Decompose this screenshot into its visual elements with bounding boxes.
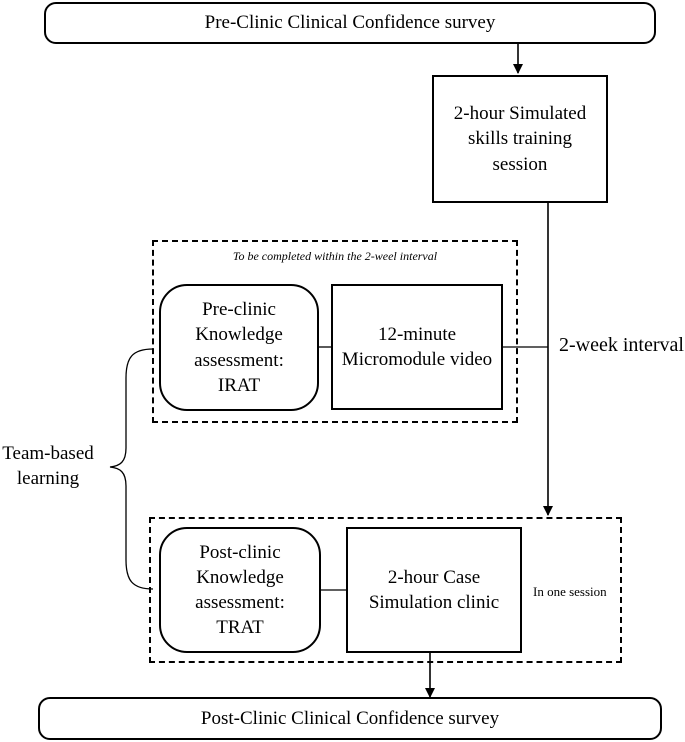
micromodule-video-label: 12-minute Micromodule video bbox=[341, 323, 493, 370]
pre-clinic-survey-label: Pre-Clinic Clinical Confidence survey bbox=[204, 12, 496, 33]
trat-label: Post-clinic Knowledge assessment: TRAT bbox=[195, 541, 285, 639]
case-simulation-clinic-box: 2-hour Case Simulation clinic bbox=[346, 527, 522, 653]
irat-box: Pre-clinic Knowledge assessment: IRAT bbox=[159, 284, 319, 411]
team-based-learning-brace bbox=[109, 348, 154, 590]
pre-clinic-survey-box: Pre-Clinic Clinical Confidence survey bbox=[44, 2, 656, 44]
post-clinic-survey-box: Post-Clinic Clinical Confidence survey bbox=[38, 697, 662, 740]
case-simulation-clinic-label: 2-hour Case Simulation clinic bbox=[368, 566, 500, 613]
simulated-training-label: 2-hour Simulated skills training session bbox=[453, 103, 587, 175]
trat-box: Post-clinic Knowledge assessment: TRAT bbox=[159, 527, 321, 653]
pre-clinic-group-caption: To be completed within the 2-weel interv… bbox=[232, 249, 438, 263]
team-based-learning-label: Team-based learning bbox=[2, 443, 94, 490]
one-session-note: In one session bbox=[533, 584, 607, 599]
micromodule-video-box: 12-minute Micromodule video bbox=[331, 284, 503, 410]
clinic-session-group bbox=[149, 517, 622, 663]
pre-clinic-group bbox=[152, 240, 518, 423]
simulated-training-box: 2-hour Simulated skills training session bbox=[432, 75, 608, 203]
interval-label: 2-week interval bbox=[559, 334, 684, 356]
irat-label: Pre-clinic Knowledge assessment: IRAT bbox=[194, 299, 284, 396]
post-clinic-survey-label: Post-Clinic Clinical Confidence survey bbox=[200, 707, 500, 729]
